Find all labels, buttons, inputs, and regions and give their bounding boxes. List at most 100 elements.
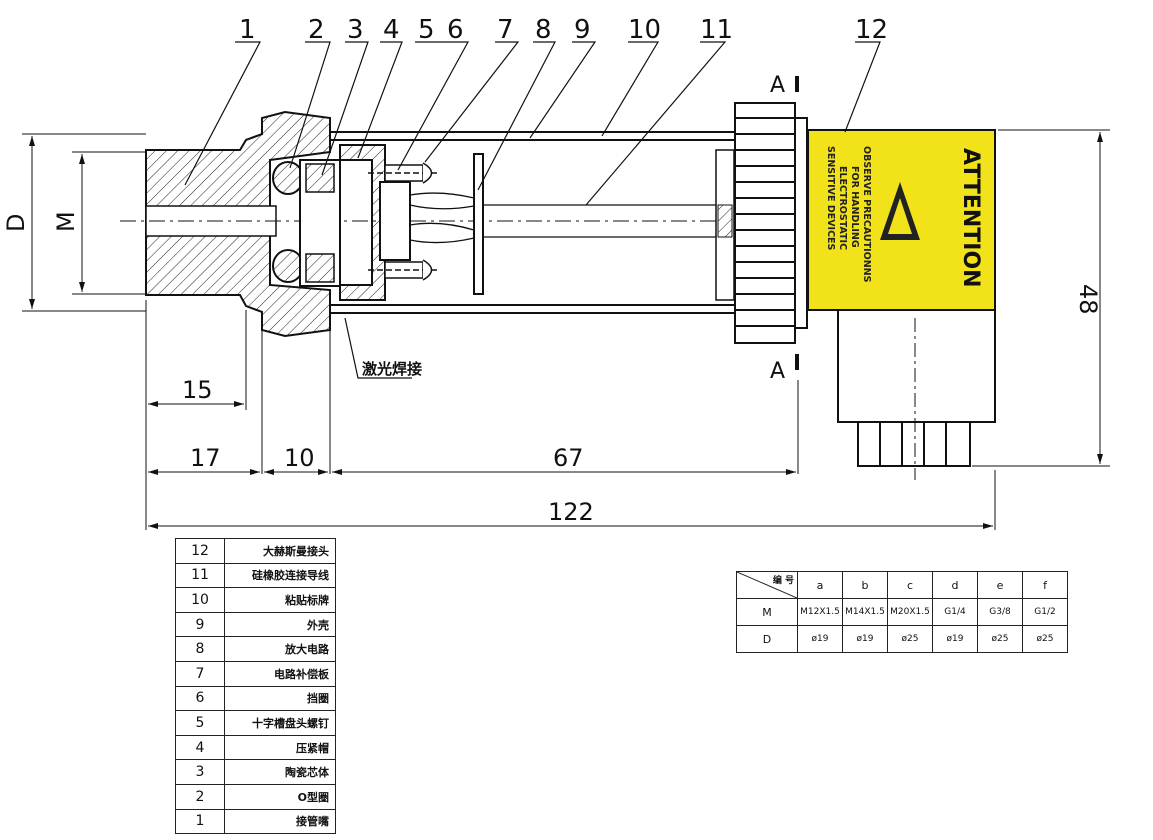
balloon-5: 5 [418, 15, 435, 45]
pressure-cap [339, 144, 386, 301]
balloon-9: 9 [574, 15, 591, 45]
spec-cell: G1/2 [1022, 598, 1068, 626]
table-header-row: 编 号 a b c d e f [736, 571, 1068, 599]
section-label-bottom: A [770, 359, 785, 384]
balloon-8: 8 [535, 15, 552, 45]
spec-cell: G1/4 [932, 598, 978, 626]
part-name: 大赫斯曼接头 [224, 538, 336, 564]
dim-48: 48 [1074, 284, 1102, 315]
part-name: 十字槽盘头螺钉 [224, 710, 336, 736]
dim-15: 15 [182, 376, 213, 404]
dim-m-label: M [52, 211, 80, 232]
o-ring-top [272, 161, 304, 195]
spec-column-header: f [1022, 571, 1068, 599]
spec-corner-cell: 编 号 [736, 571, 798, 599]
technical-drawing: 1 2 3 4 5 6 7 8 9 10 11 12 D M 15 17 10 … [2, 15, 1110, 530]
part-number: 10 [175, 587, 225, 613]
part-number: 8 [175, 636, 225, 662]
spec-column-header: b [842, 571, 888, 599]
part-name: 陶瓷芯体 [224, 759, 336, 785]
o-ring-bottom [272, 249, 304, 283]
attention-line-1: OBSERVE PRECAUTIONNS [861, 146, 872, 283]
amplifier-board [473, 153, 484, 295]
balloon-6: 6 [447, 15, 464, 45]
spec-row-label: D [736, 625, 798, 653]
lead-wires [409, 192, 718, 244]
spec-cell: M20X1.5 [887, 598, 933, 626]
spec-corner-label: 编 号 [772, 576, 794, 586]
balloon-3: 3 [347, 15, 364, 45]
spec-cell: ø19 [842, 625, 888, 653]
attention-title: ATTENTION [958, 148, 983, 288]
part-name: 电路补偿板 [224, 660, 336, 687]
attention-line-2: FOR HANDLING [849, 166, 860, 248]
table-row: M M12X1.5 M14X1.5 M20X1.5 G1/4 G3/8 G1/2 [736, 598, 1068, 626]
spec-cell: M14X1.5 [842, 598, 888, 626]
dimension-lines [22, 129, 1110, 530]
part-name: 放大电路 [224, 636, 336, 662]
part-number: 1 [175, 808, 225, 835]
part-name: O型圈 [224, 783, 336, 810]
part-name: 压紧帽 [224, 734, 336, 761]
spec-table: 编 号 a b c d e f M M12X1.5 M14X1.5 M20X1.… [736, 571, 1068, 653]
dim-67: 67 [553, 444, 584, 472]
screws [368, 162, 438, 281]
spec-cell: ø25 [977, 625, 1023, 653]
spec-cell: ø25 [887, 625, 933, 653]
part-name: 接管嘴 [224, 808, 336, 835]
retaining-ring [379, 181, 411, 261]
balloon-1: 1 [239, 15, 256, 45]
part-number: 5 [175, 710, 225, 736]
knurled-nut [734, 102, 808, 344]
part-name: 硅橡胶连接导线 [224, 562, 336, 589]
spec-column-header: d [932, 571, 978, 599]
part-name: 外壳 [224, 611, 336, 638]
part-name: 粘贴标牌 [224, 587, 336, 613]
housing [330, 131, 735, 314]
part-number: 12 [175, 538, 225, 564]
attention-line-3: ELECTROSTATIC [837, 166, 848, 250]
spec-column-header: e [977, 571, 1023, 599]
dim-d-label: D [2, 214, 30, 232]
spec-column-header: a [797, 571, 843, 599]
spec-cell: ø19 [932, 625, 978, 653]
diagonal-line [737, 572, 797, 598]
dimension-arrows [29, 132, 1103, 529]
leader-lines [184, 41, 881, 379]
spec-cell: M12X1.5 [797, 598, 843, 626]
dim-10: 10 [284, 444, 315, 472]
connector-label [807, 129, 996, 311]
spec-row-label: M [736, 598, 798, 626]
spec-column-header: c [887, 571, 933, 599]
dim-122: 122 [548, 498, 594, 526]
weld-note: 激光焊接 [362, 360, 422, 378]
part-name: 挡圈 [224, 685, 336, 712]
balloon-7: 7 [497, 15, 514, 45]
section-label-top: A [770, 73, 785, 98]
dim-17: 17 [190, 444, 221, 472]
balloon-10: 10 [628, 15, 661, 45]
connector-body [837, 309, 996, 480]
spec-cell: G3/8 [977, 598, 1023, 626]
part-number: 6 [175, 685, 225, 712]
part-number: 11 [175, 562, 225, 589]
attention-line-4: SENSITIVE DEVICES [825, 146, 836, 251]
balloon-11: 11 [700, 15, 733, 45]
part-number: 9 [175, 611, 225, 638]
part-number: 4 [175, 734, 225, 761]
part-number: 7 [175, 660, 225, 687]
spec-cell: ø25 [1022, 625, 1068, 653]
balloon-2: 2 [308, 15, 325, 45]
